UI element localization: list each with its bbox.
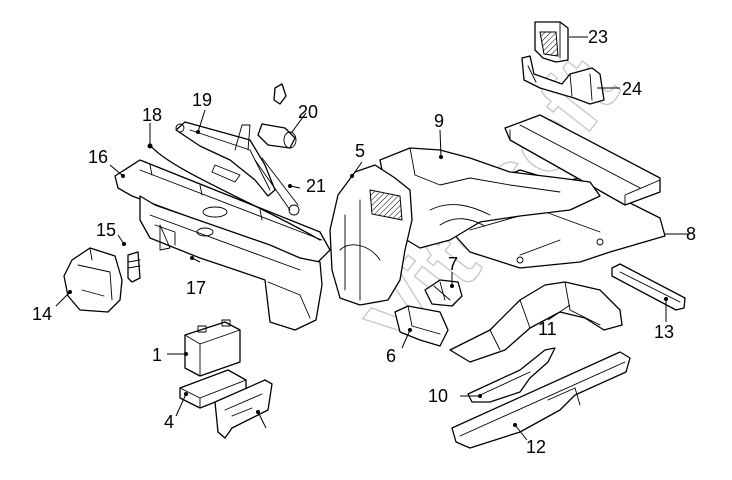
callout-15: 15 bbox=[96, 220, 116, 240]
callout-19: 19 bbox=[192, 90, 212, 110]
callout-6: 6 bbox=[386, 346, 396, 366]
callout-1: 1 bbox=[152, 345, 162, 365]
leader-lines bbox=[55, 36, 690, 441]
part-9-front-floor bbox=[379, 147, 601, 249]
callout-12: 12 bbox=[526, 437, 546, 457]
part-21-linkage-arm bbox=[254, 157, 300, 216]
part-24-bracket bbox=[214, 379, 273, 439]
part-13-rail bbox=[611, 263, 686, 311]
part-17-cross-member bbox=[139, 195, 323, 331]
callout-labels: 23 24 20 19 18 16 21 5 9 8 7 6 11 13 10 … bbox=[32, 27, 696, 457]
part-11-wheelhouse bbox=[449, 281, 623, 363]
part-22-bracket bbox=[534, 21, 569, 63]
callout-21: 21 bbox=[306, 176, 326, 196]
callout-7: 7 bbox=[448, 254, 458, 274]
part-6-bracket bbox=[394, 305, 449, 347]
part-10-rail bbox=[467, 347, 556, 403]
callout-10: 10 bbox=[428, 386, 448, 406]
callout-8: 8 bbox=[686, 224, 696, 244]
part-7-mount bbox=[424, 279, 463, 307]
part-19-wiper-linkage bbox=[175, 121, 276, 197]
callout-20: 20 bbox=[298, 102, 318, 122]
callout-5: 5 bbox=[355, 141, 365, 161]
callout-17: 17 bbox=[186, 278, 206, 298]
part-14-reservoir bbox=[63, 247, 123, 313]
callout-16: 16 bbox=[88, 147, 108, 167]
callout-4: 4 bbox=[164, 412, 174, 432]
part-20-wiper-motor bbox=[257, 83, 297, 149]
callout-11: 11 bbox=[538, 319, 557, 339]
part-5-bulkhead bbox=[329, 164, 413, 306]
callout-18: 18 bbox=[142, 105, 162, 125]
part-8-upper-floor-panel bbox=[504, 114, 661, 206]
callout-22: 23 bbox=[588, 27, 608, 47]
callout-13: 13 bbox=[654, 322, 674, 342]
part-12-longitudinal-member bbox=[451, 351, 631, 449]
part-15-sensor bbox=[122, 242, 141, 283]
part-1-battery bbox=[184, 319, 241, 377]
callout-14: 14 bbox=[32, 304, 52, 324]
callout-23: 24 bbox=[622, 79, 642, 99]
callout-9: 9 bbox=[434, 111, 444, 131]
part-23-bracket bbox=[521, 55, 605, 105]
